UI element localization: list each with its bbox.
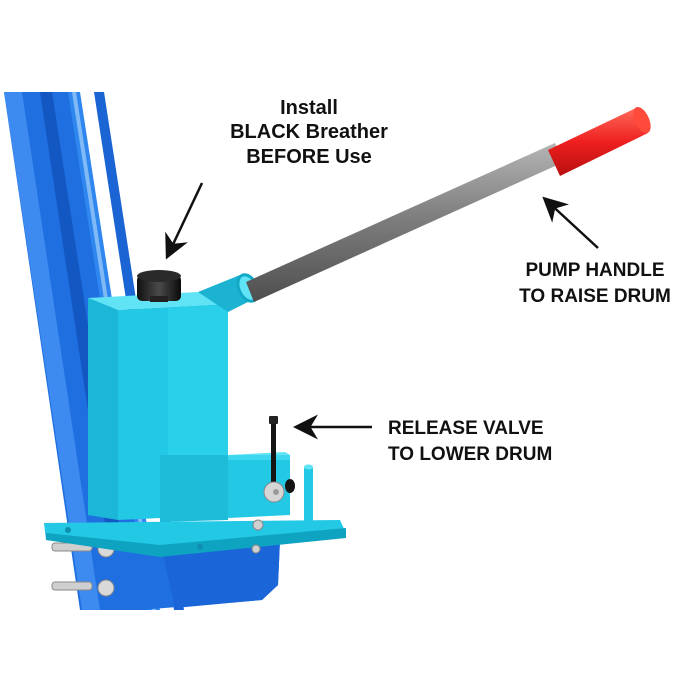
release-valve[interactable] — [263, 416, 295, 503]
pump-label-line-1: PUMP HANDLE — [525, 260, 665, 281]
pump-label-line-2: TO RAISE DRUM — [519, 286, 671, 308]
black-breather-cap[interactable] — [137, 270, 181, 302]
pump-handle-arrow — [542, 196, 599, 249]
breather-label-line-2: BLACK Breather — [230, 121, 388, 144]
pump-reservoir — [88, 292, 290, 522]
cyan-pin — [304, 464, 313, 524]
breather-label-line-1: Install — [280, 97, 338, 119]
release-valve-callout-label: RELEASE VALVE TO LOWER DRUM — [388, 416, 578, 468]
breather-label-line-3: BEFORE Use — [246, 145, 372, 168]
pump-handle[interactable] — [246, 104, 654, 302]
red-grip[interactable] — [548, 104, 654, 176]
pump-base-plate — [44, 519, 346, 557]
breather-arrow — [165, 182, 204, 260]
release-label-line-2: TO LOWER DRUM — [388, 444, 553, 466]
pump-handle-callout-label: PUMP HANDLE TO RAISE DRUM — [505, 258, 685, 310]
breather-callout-label: Install BLACK Breather BEFORE Use — [228, 96, 390, 169]
release-label-line-1: RELEASE VALVE — [388, 418, 544, 439]
callout-arrows — [165, 182, 599, 440]
